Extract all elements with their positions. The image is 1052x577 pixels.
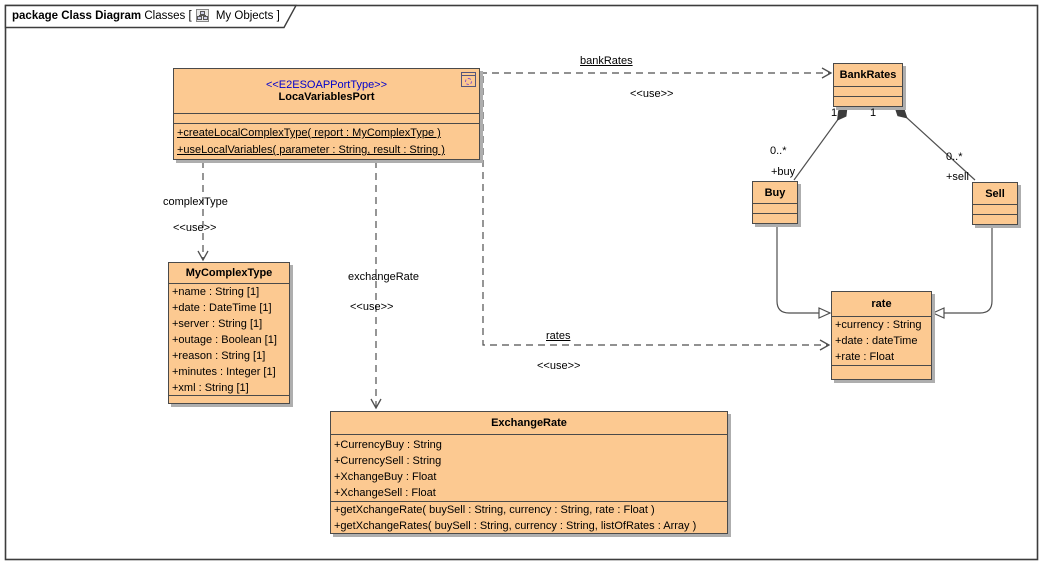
diagram-icon xyxy=(195,9,209,25)
operation-row[interactable]: +getXchangeRates( buySell : String, curr… xyxy=(334,520,697,532)
diagram-bracket: ] xyxy=(276,10,280,22)
attribute-row[interactable]: +rate : Float xyxy=(835,351,895,363)
attribute-row[interactable]: +CurrencyBuy : String xyxy=(334,439,442,451)
operations-compartment xyxy=(834,96,902,106)
operation-row[interactable]: +createLocalComplexType( report : MyComp… xyxy=(177,127,441,139)
class-name: rate xyxy=(871,298,892,310)
operations-compartment xyxy=(832,365,931,379)
attribute-row[interactable]: +outage : Boolean [1] xyxy=(172,334,277,346)
class-stereotype: <<E2ESOAPPortType>> xyxy=(265,79,388,91)
class-name: Sell xyxy=(985,187,1005,200)
dependency-name-complextype[interactable]: complexType xyxy=(163,196,228,208)
attributes-compartment xyxy=(834,86,902,96)
composition-bankrates-sell[interactable] xyxy=(895,107,976,181)
multiplicity-sell-child: 0..* xyxy=(946,151,963,163)
class-rate[interactable]: rate +currency : String +date : dateTime… xyxy=(831,291,932,380)
operations-compartment: +createLocalComplexType( report : MyComp… xyxy=(174,123,479,161)
multiplicity-buy-parent: 1 xyxy=(831,107,838,119)
class-sell[interactable]: Sell xyxy=(972,182,1018,225)
class-name: MyComplexType xyxy=(185,267,273,279)
class-mycomplextype[interactable]: MyComplexType +name : String [1] +date :… xyxy=(168,262,290,404)
diagram-frame xyxy=(4,4,1039,561)
role-buy: +buy xyxy=(771,166,796,178)
generalization-buy-rate[interactable] xyxy=(776,225,832,319)
attribute-row[interactable]: +date : dateTime xyxy=(835,335,918,347)
class-name: BankRates xyxy=(839,69,897,81)
attribute-row[interactable]: +reason : String [1] xyxy=(172,350,266,362)
operations-compartment: +getXchangeRate( buySell : String, curre… xyxy=(331,501,727,534)
port-stereotype-icon xyxy=(461,72,476,87)
class-locavariablesport[interactable]: <<E2ESOAPPortType>> LocaVariablesPort +c… xyxy=(173,68,480,160)
operations-compartment xyxy=(973,214,1017,224)
operation-row[interactable]: +useLocalVariables( parameter : String, … xyxy=(177,144,445,156)
package-header: package Class Diagram Classes [ My Objec… xyxy=(12,9,280,25)
operations-compartment xyxy=(169,395,289,403)
multiplicity-sell-parent: 1 xyxy=(870,107,877,119)
composition-bankrates-buy[interactable] xyxy=(793,107,847,181)
attribute-row[interactable]: +currency : String xyxy=(835,319,922,331)
attribute-row[interactable]: +server : String [1] xyxy=(172,318,263,330)
operation-row[interactable]: +getXchangeRate( buySell : String, curre… xyxy=(334,504,655,516)
class-bankrates[interactable]: BankRates xyxy=(833,63,903,107)
attributes-compartment xyxy=(174,113,479,123)
class-name: Buy xyxy=(764,186,786,199)
multiplicity-buy-child: 0..* xyxy=(770,145,787,157)
attributes-compartment xyxy=(973,204,1017,214)
class-name: ExchangeRate xyxy=(491,417,567,429)
generalization-sell-rate[interactable] xyxy=(931,225,993,319)
attribute-row[interactable]: +CurrencySell : String xyxy=(334,455,442,467)
dependency-rates[interactable] xyxy=(482,76,831,351)
attribute-row[interactable]: +minutes : Integer [1] xyxy=(172,366,276,378)
package-header-tab-shape xyxy=(4,4,298,29)
attributes-compartment: +CurrencyBuy : String +CurrencySell : St… xyxy=(331,434,727,501)
dependency-name-exchangerate[interactable]: exchangeRate xyxy=(348,271,419,283)
attribute-row[interactable]: +date : DateTime [1] xyxy=(172,302,272,314)
attributes-compartment: +currency : String +date : dateTime +rat… xyxy=(832,316,931,365)
attributes-compartment xyxy=(753,203,797,213)
attributes-compartment: +name : String [1] +date : DateTime [1] … xyxy=(169,283,289,395)
dependency-name-rates[interactable]: rates xyxy=(546,330,571,342)
package-keyword: package xyxy=(12,10,59,22)
use-stereotype-complextype: <<use>> xyxy=(173,222,217,234)
diagram-context-label: Classes [ xyxy=(144,10,192,22)
attribute-row[interactable]: +xml : String [1] xyxy=(172,382,249,394)
attribute-row[interactable]: +XchangeBuy : Float xyxy=(334,471,437,483)
role-sell: +sell xyxy=(946,171,969,183)
class-buy[interactable]: Buy xyxy=(752,181,798,224)
diagram-name-label: My Objects xyxy=(215,10,274,22)
attribute-row[interactable]: +name : String [1] xyxy=(172,286,260,298)
use-stereotype-exchangerate: <<use>> xyxy=(350,301,394,313)
attribute-row[interactable]: +XchangeSell : Float xyxy=(334,487,436,499)
class-name: LocaVariablesPort xyxy=(278,91,375,103)
use-stereotype-rates: <<use>> xyxy=(537,360,581,372)
use-stereotype-bankrates: <<use>> xyxy=(630,88,674,100)
operations-compartment xyxy=(753,213,797,223)
diagram-type-label: Class Diagram xyxy=(61,10,142,22)
class-exchangerate[interactable]: ExchangeRate +CurrencyBuy : String +Curr… xyxy=(330,411,728,534)
dependency-name-bankrates[interactable]: bankRates xyxy=(580,55,633,67)
